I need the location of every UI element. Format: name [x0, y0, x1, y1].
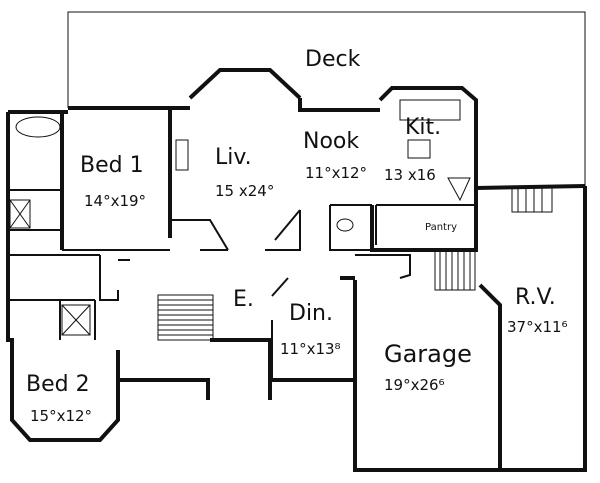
dining-dimensions: 11°x13⁸	[280, 340, 341, 358]
nook-dimensions: 11°x12°	[305, 164, 367, 182]
stairs	[157, 187, 553, 341]
pantry-label: Pantry	[425, 222, 457, 233]
nook-label: Nook	[303, 129, 359, 154]
rv-label: R.V.	[515, 285, 556, 310]
deck-label: Deck	[305, 47, 361, 72]
kitchen-label: Kit.	[405, 115, 441, 140]
kitchen-dimensions: 13 x16	[384, 166, 436, 184]
garage-label: Garage	[384, 340, 472, 368]
bed2-label: Bed 2	[26, 372, 90, 397]
living-dimensions: 15 x24°	[215, 182, 274, 200]
rv-dimensions: 37°x11⁶	[507, 318, 568, 336]
exterior-walls	[6, 68, 587, 472]
living-label: Liv.	[215, 145, 252, 170]
interior-walls	[10, 189, 476, 380]
entry-label: E.	[233, 287, 254, 312]
room-labels: Deck Nook 11°x12° Kit. 13 x16 Liv. 15 x2…	[26, 47, 568, 425]
bed1-dimensions: 14°x19°	[84, 192, 146, 210]
bed1-label: Bed 1	[80, 153, 144, 178]
deck-outline	[67, 11, 586, 186]
fixtures	[9, 99, 471, 336]
bed2-dimensions: 15°x12°	[30, 407, 92, 425]
garage-dimensions: 19°x26⁶	[384, 376, 445, 394]
dining-label: Din.	[289, 301, 333, 326]
